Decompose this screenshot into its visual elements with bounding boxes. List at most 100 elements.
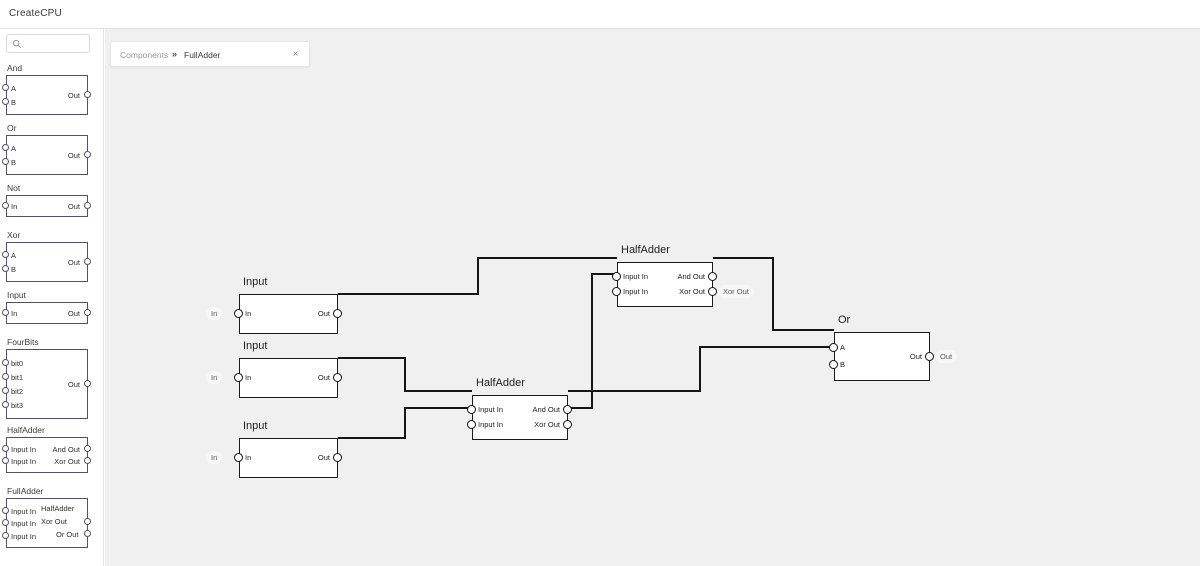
palette-port-input[interactable] [2, 157, 9, 165]
palette-port-input[interactable] [2, 373, 9, 380]
node-title: HalfAdder [476, 377, 525, 389]
close-icon[interactable]: × [292, 49, 299, 60]
palette-port-label: bit2 [11, 387, 24, 396]
search-input[interactable] [26, 35, 88, 52]
palette-port-input[interactable] [2, 387, 9, 394]
palette-port-label: A [11, 84, 17, 94]
palette-port-label: A [11, 251, 17, 261]
node-input-label: In [245, 309, 252, 318]
node-output-port[interactable] [563, 405, 572, 414]
node-body[interactable] [617, 262, 713, 307]
palette-port-label: Input In [11, 457, 37, 466]
node-title: Or [838, 314, 851, 326]
node-input-label: Input In [478, 405, 504, 414]
wire[interactable] [568, 273, 617, 409]
node-output-label: Out [909, 351, 922, 361]
palette-port-output[interactable] [84, 445, 91, 452]
node-body[interactable] [472, 395, 568, 440]
node-input-port[interactable] [467, 420, 476, 429]
palette-item-label: FourBits [7, 337, 39, 347]
wire[interactable] [338, 357, 472, 392]
palette-port-output[interactable] [84, 151, 91, 158]
palette-port-output[interactable] [84, 457, 91, 464]
node-input-port[interactable] [612, 287, 621, 296]
app-header: CreateCPU [0, 0, 1200, 29]
palette-port-input[interactable] [2, 144, 9, 152]
wire[interactable] [568, 346, 834, 392]
node-output-port[interactable] [708, 287, 717, 296]
node-input-port[interactable] [234, 373, 243, 382]
palette-port-input[interactable] [2, 457, 9, 464]
palette-port-output[interactable] [84, 202, 91, 209]
palette-inner-label: HalfAdder [41, 504, 75, 513]
wire[interactable] [338, 407, 472, 439]
node-input-pin-chip: In [206, 451, 223, 464]
palette-port-input[interactable] [2, 531, 9, 539]
palette-port-input[interactable] [2, 202, 9, 209]
palette-port-input[interactable] [2, 309, 9, 316]
palette-port-input[interactable] [2, 97, 9, 105]
node-title: HalfAdder [621, 244, 670, 256]
node-input-port[interactable] [234, 453, 243, 462]
palette-item-body [6, 242, 88, 282]
palette-inner-label: Xor Out [41, 517, 67, 526]
node-output-port[interactable] [925, 351, 934, 361]
node-input-label: B [840, 359, 846, 369]
breadcrumb-leaf: FullAdder [184, 50, 221, 60]
wire[interactable] [338, 257, 617, 295]
palette-port-output[interactable] [84, 309, 91, 316]
palette-port-label: In [11, 309, 18, 318]
palette-port-label: Out [67, 258, 80, 267]
node-input-port[interactable] [467, 405, 476, 414]
palette-port-label: B [11, 157, 17, 167]
palette-port-output[interactable] [84, 258, 91, 265]
node-input-port[interactable] [829, 343, 838, 353]
palette-port-label: Input In [11, 531, 37, 541]
breadcrumb-root[interactable]: Components [120, 50, 169, 60]
palette-port-output[interactable] [84, 380, 91, 387]
palette-port-input[interactable] [2, 264, 9, 272]
node-body[interactable] [239, 358, 338, 398]
node-output-port[interactable] [333, 309, 342, 318]
palette-port-input[interactable] [2, 251, 9, 259]
palette-port-input[interactable] [2, 519, 9, 526]
wire[interactable] [713, 257, 834, 331]
node-input-port[interactable] [829, 359, 838, 369]
palette-port-output[interactable] [84, 91, 91, 98]
node-output-pin-chip: Xor Out [718, 285, 754, 298]
palette-port-input[interactable] [2, 445, 9, 452]
palette-item-label: HalfAdder [7, 425, 45, 435]
palette-port-label: Out [67, 202, 80, 211]
node-body[interactable] [239, 294, 338, 334]
palette-port-input[interactable] [2, 401, 9, 408]
node-output-port[interactable] [333, 453, 342, 462]
node-output-port[interactable] [333, 373, 342, 382]
node-output-port[interactable] [563, 420, 572, 429]
palette-port-output[interactable] [84, 530, 91, 537]
node-output-pin-chip: Out [935, 349, 958, 363]
palette-port-label: Input In [11, 445, 37, 454]
palette-port-input[interactable] [2, 506, 9, 514]
node-body[interactable] [834, 332, 930, 381]
node-output-label: Out [317, 453, 330, 462]
palette-port-input[interactable] [2, 359, 9, 366]
node-input-port[interactable] [612, 272, 621, 281]
node-body[interactable] [239, 438, 338, 478]
search-field[interactable] [6, 34, 90, 53]
palette-port-output[interactable] [84, 518, 91, 525]
tab-fulladder[interactable]: Components » FullAdder × [110, 41, 310, 67]
palette-item-label: Xor [7, 230, 21, 240]
node-input-port[interactable] [234, 309, 243, 318]
palette-item-body [6, 75, 88, 115]
node-output-port[interactable] [708, 272, 717, 281]
palette-port-input[interactable] [2, 84, 9, 92]
